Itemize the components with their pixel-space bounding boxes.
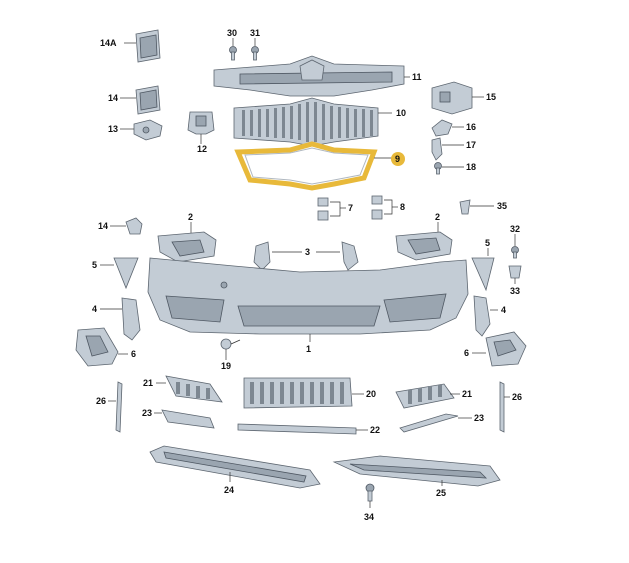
part-5-left-trim: 5 xyxy=(92,257,139,290)
label-7: 7 xyxy=(348,203,353,213)
part-16-clip: 16 xyxy=(431,119,476,137)
label-14-upper: 14 xyxy=(108,93,118,103)
part-26-right-strip: 26 xyxy=(499,381,522,433)
label-30: 30 xyxy=(227,28,237,38)
part-14-side-clip: 14 xyxy=(98,217,143,235)
part-34-screw: 34 xyxy=(364,483,375,522)
label-10: 10 xyxy=(396,108,406,118)
label-12: 12 xyxy=(197,144,207,154)
label-26-left: 26 xyxy=(96,396,106,406)
part-26-left-strip: 26 xyxy=(96,381,123,433)
part-23-left-strip: 23 xyxy=(142,408,215,429)
label-33: 33 xyxy=(510,286,520,296)
part-21-right-grille: 21 xyxy=(395,383,472,409)
part-18-screw: 18 xyxy=(434,162,476,175)
label-15: 15 xyxy=(486,92,496,102)
part-11-grille-carrier: 11 xyxy=(213,55,422,97)
label-5-right: 5 xyxy=(485,238,490,248)
label-22: 22 xyxy=(370,425,380,435)
label-19: 19 xyxy=(221,361,231,371)
label-14A: 14A xyxy=(100,38,117,48)
part-31-screw: 31 xyxy=(250,28,260,61)
label-17: 17 xyxy=(466,140,476,150)
label-13: 13 xyxy=(108,124,118,134)
label-3: 3 xyxy=(305,247,310,257)
part-7-clips: 7 xyxy=(317,197,353,221)
label-34: 34 xyxy=(364,512,374,522)
part-5-right-trim: 5 xyxy=(471,238,495,292)
part-32-screw: 32 xyxy=(510,224,520,259)
label-6-left: 6 xyxy=(131,349,136,359)
part-30-screw: 30 xyxy=(227,28,237,61)
label-8: 8 xyxy=(400,202,405,212)
part-23-right-strip: 23 xyxy=(399,413,484,433)
part-22-center-strip: 22 xyxy=(237,423,380,435)
label-9-badge xyxy=(391,152,405,166)
part-20-center-grille: 20 xyxy=(243,377,376,409)
part-24-lower-spoiler: 24 xyxy=(149,445,321,495)
label-24: 24 xyxy=(224,485,234,495)
label-2-left: 2 xyxy=(188,212,193,222)
label-1: 1 xyxy=(306,344,311,354)
label-14-side: 14 xyxy=(98,221,108,231)
part-1-bumper-cover: 1 xyxy=(147,257,469,354)
part-6-left-bracket: 6 xyxy=(75,327,136,367)
part-25-underbody-cover: 25 xyxy=(332,455,501,498)
part-13-bracket: 13 xyxy=(108,119,163,141)
part-19-sensor: 19 xyxy=(220,338,241,371)
part-4-left-seal: 4 xyxy=(92,297,141,341)
part-14A-air-guide: 14A xyxy=(100,29,161,63)
part-15-sensor-bracket: 15 xyxy=(431,81,496,115)
label-4-right: 4 xyxy=(501,305,506,315)
label-23-right: 23 xyxy=(474,413,484,423)
part-8-clips: 8 xyxy=(371,195,405,220)
label-16: 16 xyxy=(466,122,476,132)
part-35-clip: 35 xyxy=(459,199,507,215)
part-3-guides: 3 xyxy=(253,241,359,271)
label-26-right: 26 xyxy=(512,392,522,402)
part-2-bracket-right: 2 xyxy=(395,212,453,261)
part-21-left-grille: 21 xyxy=(143,375,223,403)
label-6-right: 6 xyxy=(464,348,469,358)
label-9: 9 xyxy=(395,154,400,164)
part-12-holder: 12 xyxy=(187,111,215,154)
part-17-clip: 17 xyxy=(431,137,476,161)
part-10-radiator-grille: 10 xyxy=(233,97,406,147)
label-21-left: 21 xyxy=(143,378,153,388)
part-9-grille-trim-frame: 9 xyxy=(234,141,405,191)
label-31: 31 xyxy=(250,28,260,38)
label-25: 25 xyxy=(436,488,446,498)
label-21-right: 21 xyxy=(462,389,472,399)
label-18: 18 xyxy=(466,162,476,172)
label-11: 11 xyxy=(412,72,422,82)
label-32: 32 xyxy=(510,224,520,234)
part-14-air-guide-upper: 14 xyxy=(108,85,161,115)
part-6-right-bracket: 6 xyxy=(464,331,527,367)
label-5-left: 5 xyxy=(92,260,97,270)
label-4-left: 4 xyxy=(92,304,97,314)
label-35: 35 xyxy=(497,201,507,211)
part-4-right-seal: 4 xyxy=(473,295,506,337)
label-23-left: 23 xyxy=(142,408,152,418)
part-33-nut: 33 xyxy=(508,265,522,296)
part-2-bracket-left: 2 xyxy=(157,212,217,263)
label-20: 20 xyxy=(366,389,376,399)
label-2-right: 2 xyxy=(435,212,440,222)
